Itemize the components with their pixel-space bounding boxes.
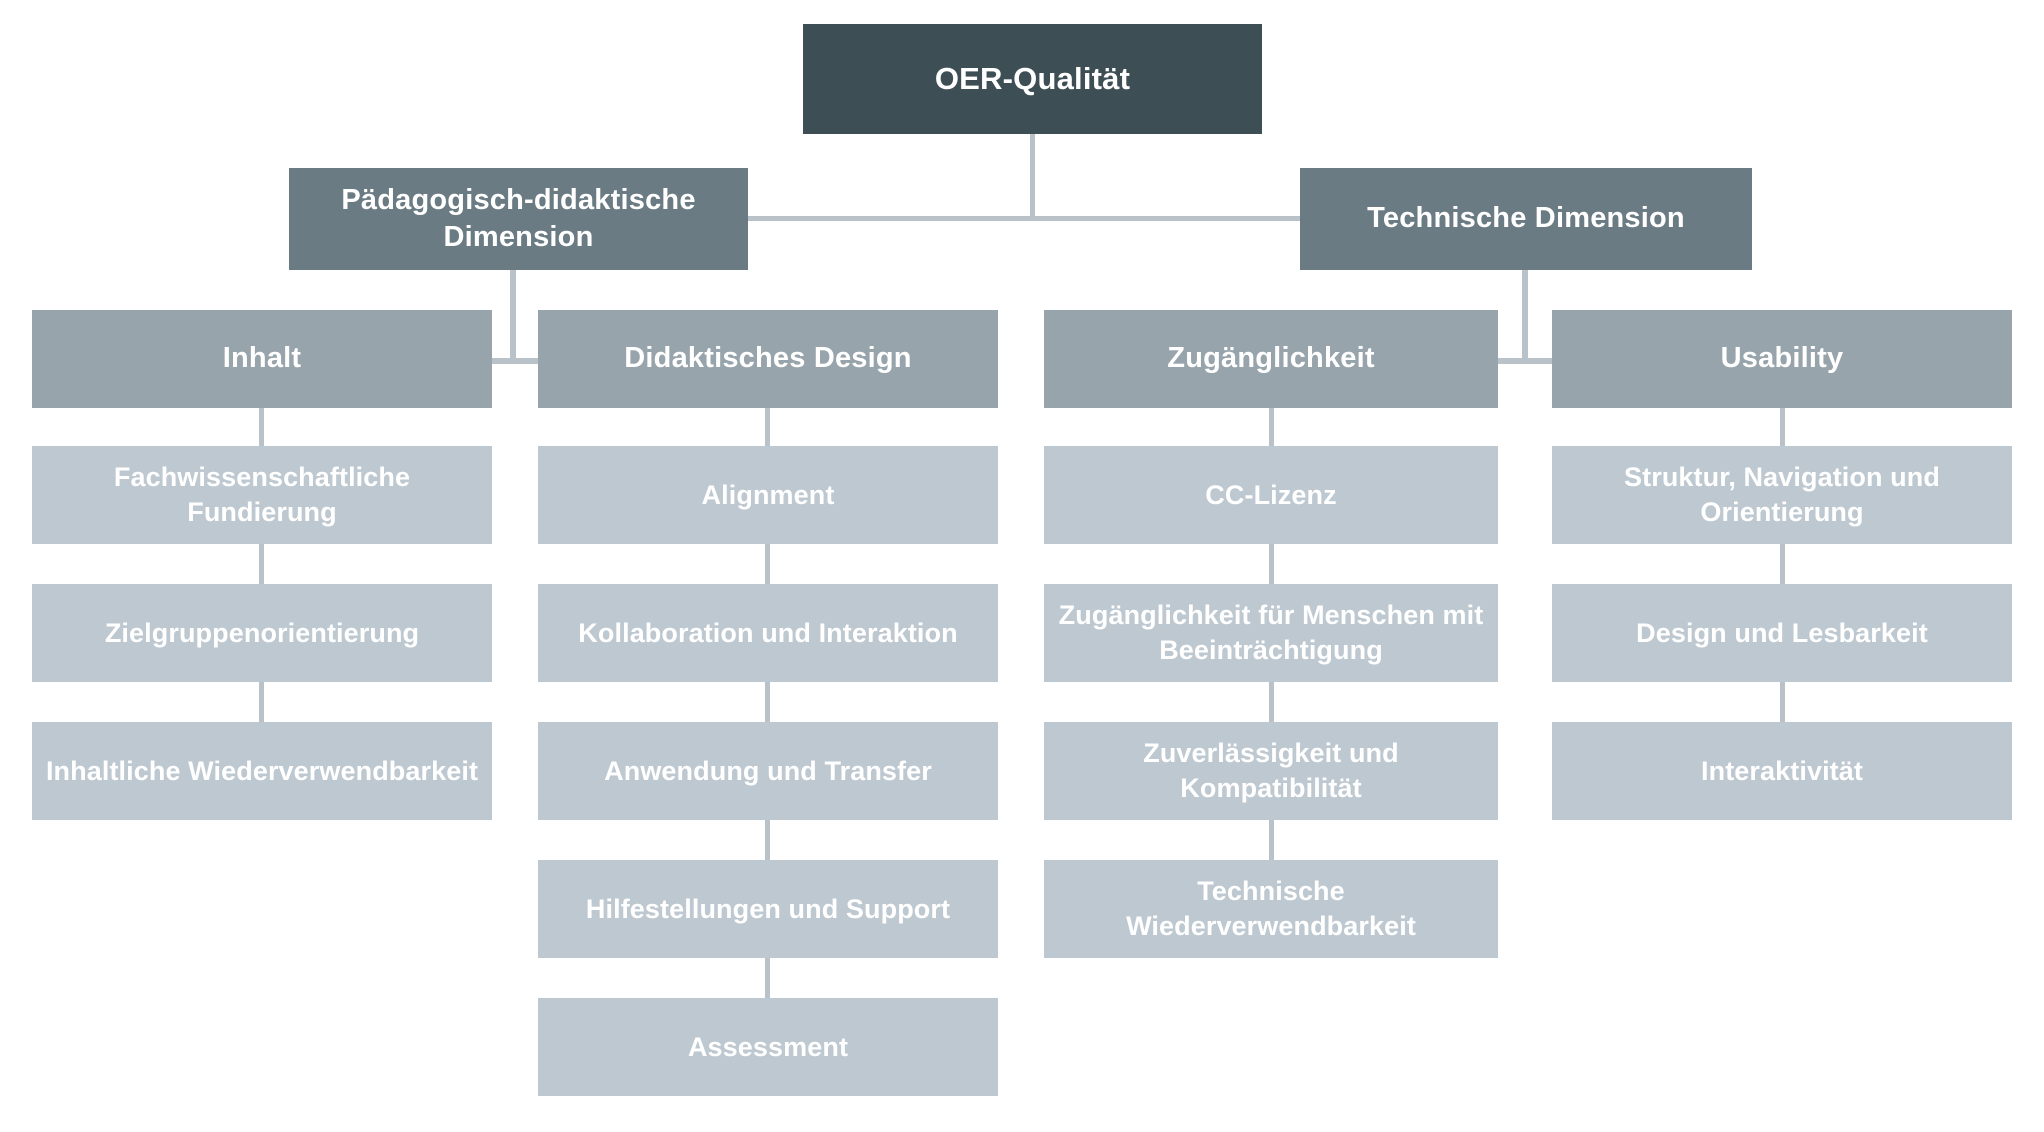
node-zugaenglichkeit[interactable]: Zugänglichkeit (1044, 310, 1498, 408)
connector-col4-seg3 (1780, 682, 1785, 722)
connector-root-stem (1030, 134, 1035, 218)
connector-col3-seg2 (1269, 544, 1274, 584)
connector-left-category-bar (480, 358, 546, 364)
connector-right-dimension-stem (1522, 270, 1528, 364)
node-design-und-lesbarkeit[interactable]: Design und Lesbarkeit (1552, 584, 2012, 682)
node-cc-lizenz[interactable]: CC-Lizenz (1044, 446, 1498, 544)
connector-col2-seg5 (765, 958, 770, 998)
connector-dimension-spine (748, 216, 1300, 221)
node-oer-qualitaet[interactable]: OER-Qualität (803, 24, 1262, 134)
node-hilfestellungen-und-support[interactable]: Hilfestellungen und Support (538, 860, 998, 958)
node-alignment[interactable]: Alignment (538, 446, 998, 544)
node-didaktisches-design[interactable]: Didaktisches Design (538, 310, 998, 408)
connector-left-dimension-stem (510, 270, 516, 364)
connector-col4-seg2 (1780, 544, 1785, 584)
connector-col2-seg3 (765, 682, 770, 722)
node-technische-dimension[interactable]: Technische Dimension (1300, 168, 1752, 270)
connector-right-category-bar (1494, 358, 1558, 364)
connector-col1-seg3 (259, 682, 264, 722)
connector-col1-seg1 (259, 408, 264, 446)
node-zielgruppenorientierung[interactable]: Zielgruppenorientierung (32, 584, 492, 682)
connector-col2-seg1 (765, 408, 770, 446)
connector-col4-seg1 (1780, 408, 1785, 446)
connector-col3-seg1 (1269, 408, 1274, 446)
node-technische-wiederverwendbarkeit[interactable]: Technische Wiederverwendbarkeit (1044, 860, 1498, 958)
connector-col3-seg3 (1269, 682, 1274, 722)
connector-col1-seg2 (259, 544, 264, 584)
connector-col2-seg2 (765, 544, 770, 584)
node-zuverlaessigkeit-und-kompatibilitaet[interactable]: Zuverlässigkeit und Kompatibilität (1044, 722, 1498, 820)
connector-col2-seg4 (765, 820, 770, 860)
node-usability[interactable]: Usability (1552, 310, 2012, 408)
node-inhaltliche-wiederverwendbarkeit[interactable]: Inhaltliche Wiederverwendbarkeit (32, 722, 492, 820)
node-fachwissenschaftliche-fundierung[interactable]: Fachwissenschaftliche Fundierung (32, 446, 492, 544)
node-interaktivitaet[interactable]: Interaktivität (1552, 722, 2012, 820)
node-anwendung-und-transfer[interactable]: Anwendung und Transfer (538, 722, 998, 820)
node-zugaenglichkeit-fuer-menschen-mit-beeintraechtigung[interactable]: Zugänglichkeit für Menschen mit Beeinträ… (1044, 584, 1498, 682)
node-inhalt[interactable]: Inhalt (32, 310, 492, 408)
node-assessment[interactable]: Assessment (538, 998, 998, 1096)
node-paedagogisch-didaktische-dimension[interactable]: Pädagogisch-didaktische Dimension (289, 168, 748, 270)
connector-col3-seg4 (1269, 820, 1274, 860)
node-struktur-navigation-und-orientierung[interactable]: Struktur, Navigation und Orientierung (1552, 446, 2012, 544)
node-kollaboration-und-interaktion[interactable]: Kollaboration und Interaktion (538, 584, 998, 682)
